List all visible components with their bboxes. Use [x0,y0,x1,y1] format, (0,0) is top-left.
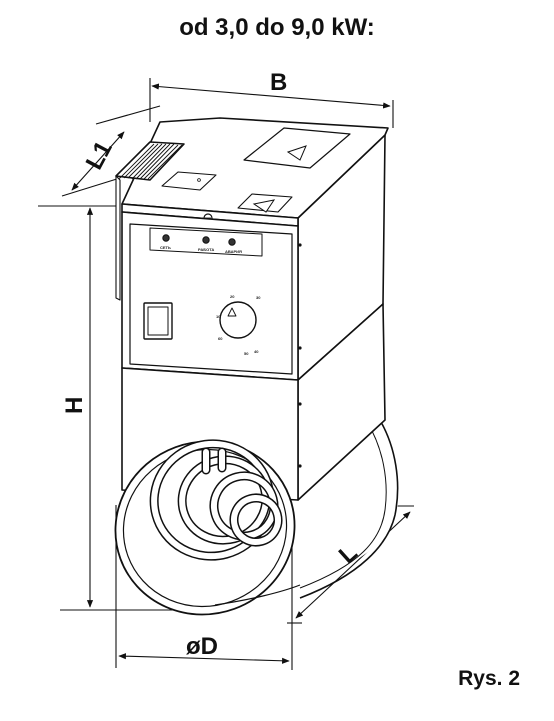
dimension-label-d: øD [186,633,218,660]
heater-body [115,117,401,600]
scale-mark-30: 30 [256,295,261,300]
dimension-lines [38,78,414,670]
title: od 3,0 do 9,0 kW: [179,14,375,41]
dimension-label-h: H [61,397,88,414]
figure-label: Rys. 2 [458,667,520,690]
lamp-label-alarm: АВАРИЯ [225,249,242,254]
heating-coils [149,439,283,561]
lamp-label-power: СЕТЬ [160,245,171,250]
scale-mark-60: 60 [218,336,223,341]
thermostat-scale: 10 20 30 40 50 60 [216,294,261,356]
dimension-label-l1: L1 [81,137,118,174]
scale-mark-10: 10 [216,314,221,319]
warning-icons [252,145,307,213]
scale-mark-20: 20 [230,294,235,299]
lamp-label-work: РАБОТА [198,247,214,252]
dimension-label-b: B [270,69,287,96]
scale-mark-40: 40 [254,349,259,354]
scale-mark-50: 50 [244,351,249,356]
indicator-lamps [162,234,236,246]
